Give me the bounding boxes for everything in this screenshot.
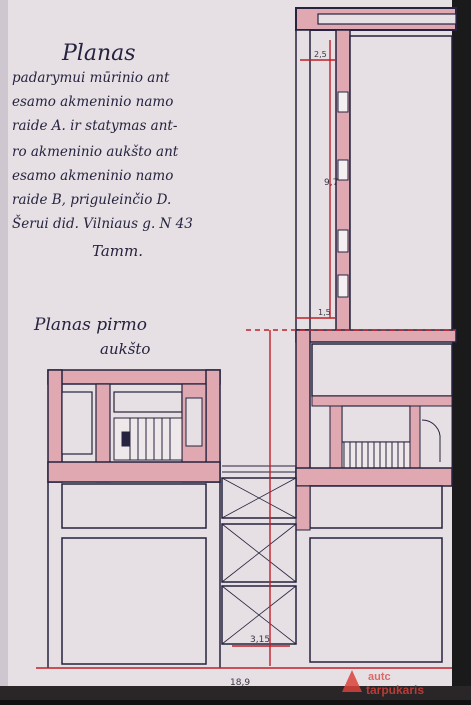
- window: [337, 229, 349, 253]
- room: [61, 537, 207, 665]
- watermark: autc tarpukaris: [342, 670, 424, 697]
- wall: [47, 461, 221, 483]
- description-line: ro akmeninio aukšto ant: [12, 144, 179, 160]
- wall: [329, 405, 343, 477]
- dimension-label: 18,9: [230, 678, 250, 688]
- staircase: [113, 417, 183, 461]
- signature: Tamm.: [92, 242, 143, 260]
- wall: [47, 369, 221, 385]
- watermark-line1: autc: [368, 671, 391, 683]
- wall: [295, 485, 311, 531]
- room: [185, 397, 203, 447]
- dimension-label: 2,5: [314, 50, 327, 59]
- wall: [311, 395, 453, 407]
- plan-caption: aukšto: [100, 340, 150, 358]
- dimension-label: 9,7: [324, 178, 338, 188]
- room: [61, 391, 93, 455]
- wall: [295, 29, 311, 331]
- room: [341, 405, 411, 443]
- wall: [295, 329, 311, 491]
- passage: [221, 465, 297, 645]
- room: [309, 537, 443, 663]
- document-title: Planas: [61, 41, 136, 66]
- spiral-stair: [421, 419, 441, 462]
- room: [61, 483, 207, 529]
- dimension-lines: [36, 40, 456, 669]
- wall: [295, 467, 453, 487]
- description-line: esamo akmeninio namo: [12, 168, 173, 184]
- paper-right-edge: [452, 0, 471, 700]
- right-block: [295, 329, 457, 663]
- staircase: [343, 441, 411, 469]
- window: [337, 274, 349, 298]
- dimension-label: 3,15: [250, 635, 270, 645]
- dimension-label: 1,5: [318, 308, 331, 317]
- room: [317, 13, 457, 25]
- left-block: [47, 369, 221, 668]
- watermark-line2: tarpukaris: [366, 683, 424, 697]
- description-line: raide A. ir statymas ant-: [12, 118, 178, 134]
- room: [419, 405, 453, 469]
- window: [337, 91, 349, 113]
- paper-left-strip: [0, 0, 8, 700]
- window: [337, 159, 349, 181]
- room: [349, 35, 453, 333]
- description-line: esamo akmeninio namo: [12, 94, 173, 110]
- plan-caption: Planas pirmo: [33, 315, 147, 335]
- description-line: Šerui did. Vilniaus g. N 43: [12, 215, 193, 232]
- room: [311, 343, 453, 397]
- tall-wing: [295, 7, 457, 341]
- wall: [295, 329, 457, 343]
- room: [113, 391, 183, 413]
- room: [309, 485, 443, 529]
- watermark-logo-icon: [342, 670, 362, 692]
- wall: [409, 405, 421, 477]
- description-line: raide B, priguleinčio D.: [12, 192, 171, 208]
- description-line: padarymui mūrinio ant: [12, 70, 170, 86]
